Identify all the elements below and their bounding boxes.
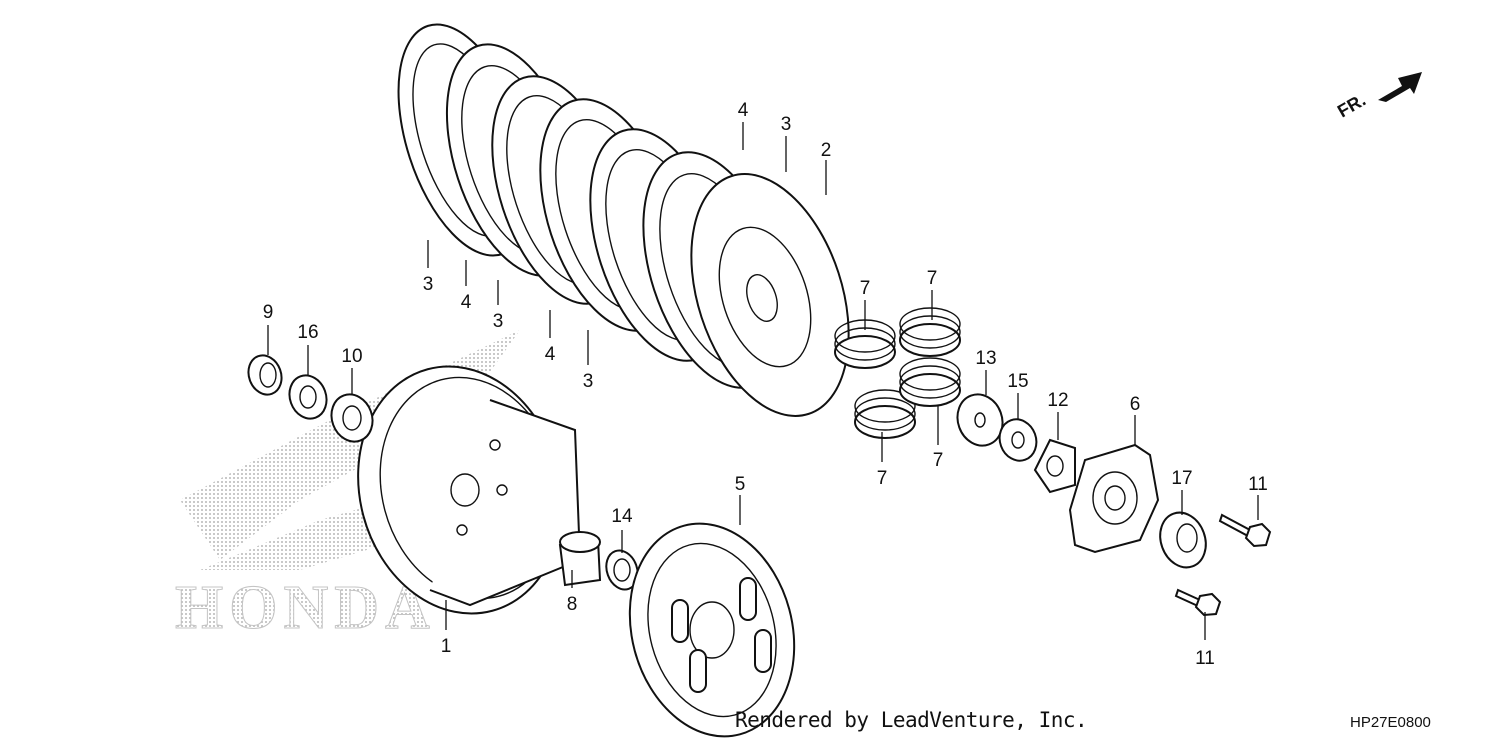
front-direction-indicator: FR. (1334, 72, 1422, 121)
callout-2: 2 (821, 140, 832, 161)
callout-12: 12 (1047, 390, 1068, 411)
clutch-springs (834, 307, 961, 439)
callout-17: 17 (1171, 468, 1192, 489)
callout-16: 16 (297, 322, 318, 343)
callout-3: 3 (781, 114, 792, 135)
callout-3: 3 (423, 274, 434, 295)
callout-10: 10 (341, 346, 362, 367)
bearing-17 (1159, 511, 1207, 569)
callout-11: 11 (1195, 648, 1215, 669)
clutch-hub-6 (1068, 443, 1160, 554)
bolts-11 (1174, 513, 1272, 617)
callout-9: 9 (263, 302, 274, 323)
callout-13: 13 (975, 348, 996, 369)
front-label: FR. (1334, 90, 1369, 122)
small-parts-left (247, 354, 639, 591)
callout-3: 3 (583, 371, 594, 392)
diagram-code: HP27E0800 (1350, 714, 1431, 731)
callout-7: 7 (933, 450, 944, 471)
clutch-plate-stack (397, 23, 850, 417)
callout-8: 8 (567, 594, 578, 615)
callout-14: 14 (611, 506, 633, 527)
callout-7: 7 (927, 268, 938, 289)
clutch-outer-basket-1 (357, 365, 582, 615)
callout-labels: 1 2 3 3 3 3 4 4 4 5 6 7 7 7 7 8 9 10 11 … (263, 100, 1268, 669)
footer-credit: Rendered by LeadVenture, Inc. (735, 708, 1088, 732)
callout-4: 4 (545, 344, 556, 365)
callout-7: 7 (860, 278, 871, 299)
leader-lines (267, 122, 1259, 640)
callout-6: 6 (1130, 394, 1141, 415)
clutch-center-5 (628, 522, 796, 738)
callout-3: 3 (493, 311, 504, 332)
callout-5: 5 (735, 474, 746, 495)
front-arrow-icon (1378, 72, 1422, 102)
callout-15: 15 (1007, 371, 1028, 392)
watermark-text: HONDA (175, 574, 436, 642)
callout-11: 11 (1248, 474, 1268, 495)
washers-and-lifter (956, 393, 1076, 494)
callout-1: 1 (441, 636, 452, 657)
callout-4: 4 (461, 292, 472, 313)
callout-7: 7 (877, 468, 888, 489)
callout-4: 4 (738, 100, 749, 121)
